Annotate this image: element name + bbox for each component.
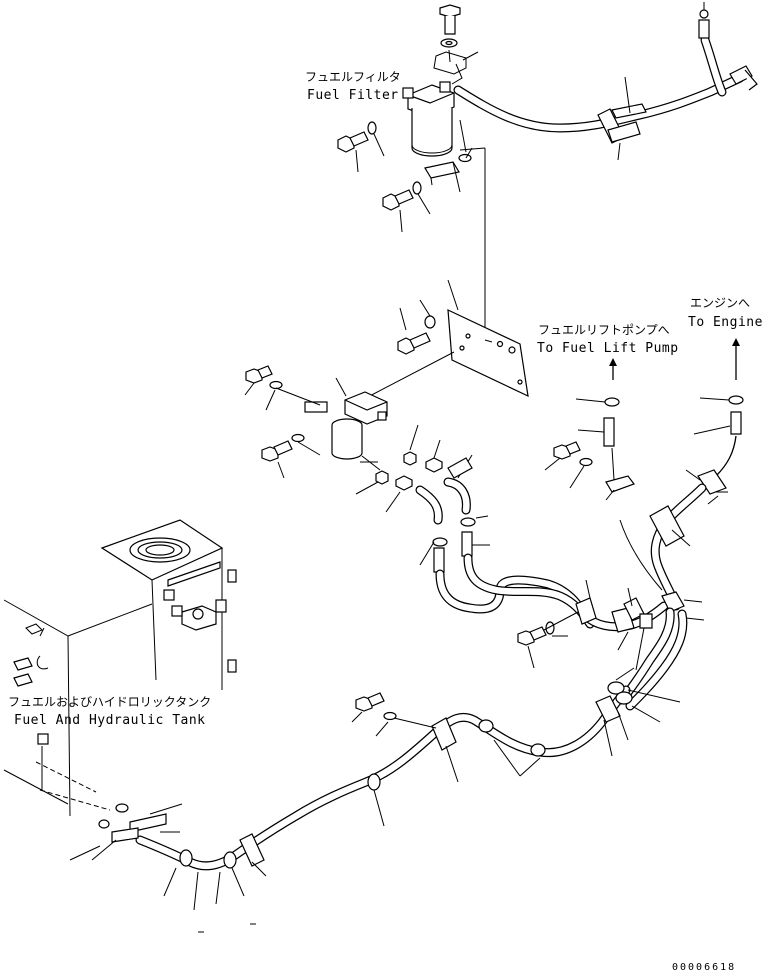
fuel-filter-assembly	[337, 4, 486, 340]
separator-hose-loop	[435, 553, 595, 629]
lift-pump-connection	[544, 358, 635, 501]
fuel-filter-label-jp: フュエルフィルタ	[305, 70, 401, 84]
lift-pump-label-jp: フュエルリフトポンプへ	[538, 323, 670, 337]
water-separator-assembly	[244, 365, 490, 573]
fuel-hydraulic-tank	[3, 519, 237, 817]
engine-label-en: To Engine	[688, 315, 763, 330]
drawing-code: 00006618	[672, 962, 736, 973]
fuel-filter-label-en: Fuel Filter	[307, 88, 399, 103]
mounting-plate	[361, 279, 529, 401]
tank-label-en: Fuel And Hydraulic Tank	[14, 713, 206, 728]
tank-label-jp: フュエルおよびハイドロリックタンク	[8, 695, 211, 709]
lift-pump-label-en: To Fuel Lift Pump	[537, 341, 679, 356]
tank-supply-pipe	[135, 667, 681, 933]
engine-connection	[619, 338, 744, 611]
tank-outlet-fittings	[35, 733, 183, 861]
engine-label-jp: エンジンへ	[690, 296, 750, 310]
filter-return-hose	[453, 2, 758, 161]
